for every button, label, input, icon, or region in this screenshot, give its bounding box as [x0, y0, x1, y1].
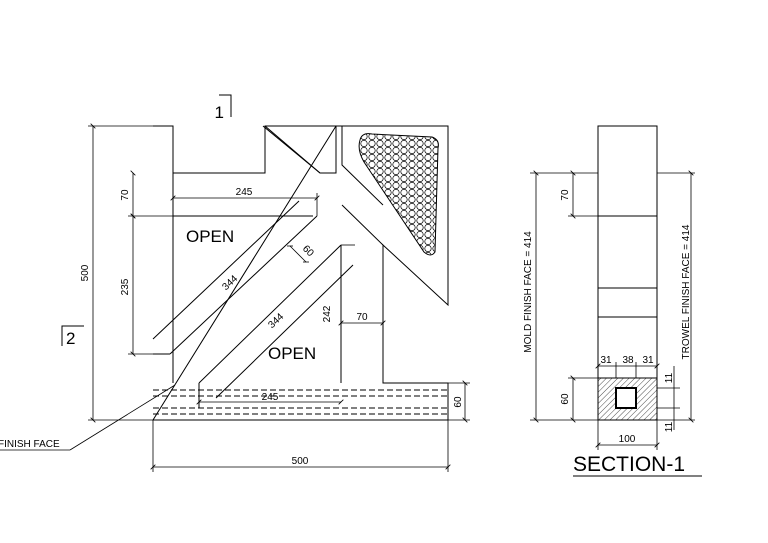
wedge-lower — [341, 204, 384, 246]
diag2-b — [215, 264, 354, 399]
section-marker-2: 2 — [66, 329, 75, 348]
diag1-b — [169, 215, 318, 355]
dim-top-offset: 70 — [120, 189, 131, 201]
section-marker-1: 1 — [215, 103, 224, 122]
section-dim-base: 60 — [560, 393, 571, 405]
section-dim-a: 31 — [600, 355, 612, 366]
dim-diagonal-width: 60 — [300, 243, 316, 259]
section-marker-2-flag — [61, 325, 84, 346]
trowel-face-label: TROWEL FINISH FACE = 414 — [681, 224, 692, 359]
dim-left-opening-height: 235 — [120, 278, 131, 295]
section-base-hatch — [597, 377, 658, 421]
dim-inner-gap: 70 — [356, 312, 368, 323]
dim-right-opening-height: 242 — [322, 305, 333, 322]
section-void — [615, 387, 637, 409]
finish-face-label: FINISH FACE — [0, 439, 60, 450]
mesh-insert — [358, 133, 439, 256]
dim-diagonal-top: 344 — [220, 273, 240, 293]
section-dim-side-top: 11 — [664, 372, 675, 383]
section-body — [597, 125, 658, 421]
section-marker-1-flag — [219, 94, 232, 117]
section-dim-top: 70 — [560, 189, 571, 201]
open-label-top: OPEN — [186, 227, 234, 246]
diag2-a — [198, 244, 342, 384]
section-dim-b: 38 — [622, 355, 634, 366]
section-view: MOLD FINISH FACE = 414 70 60 TROWEL FINI… — [523, 125, 702, 477]
diag1-a — [152, 200, 300, 340]
section-title: SECTION-1 — [573, 453, 685, 476]
dim-total-height: 500 — [80, 264, 91, 281]
section-dim-width: 100 — [619, 434, 636, 445]
mold-face-label: MOLD FINISH FACE = 414 — [523, 231, 534, 353]
dim-top-opening-width: 245 — [236, 187, 253, 198]
section-dim-side-bottom: 11 — [664, 421, 675, 432]
section-dim-c: 31 — [642, 355, 654, 366]
plan-view: 500 70 235 245 344 344 60 242 70 245 60 — [0, 94, 470, 472]
top-wedge-edge — [264, 125, 321, 174]
dim-bottom-band: 60 — [453, 396, 464, 408]
dim-total-width: 500 — [292, 456, 309, 467]
dim-bottom-opening-width: 245 — [262, 392, 279, 403]
open-label-bottom: OPEN — [268, 344, 316, 363]
wedge-right — [336, 125, 384, 206]
